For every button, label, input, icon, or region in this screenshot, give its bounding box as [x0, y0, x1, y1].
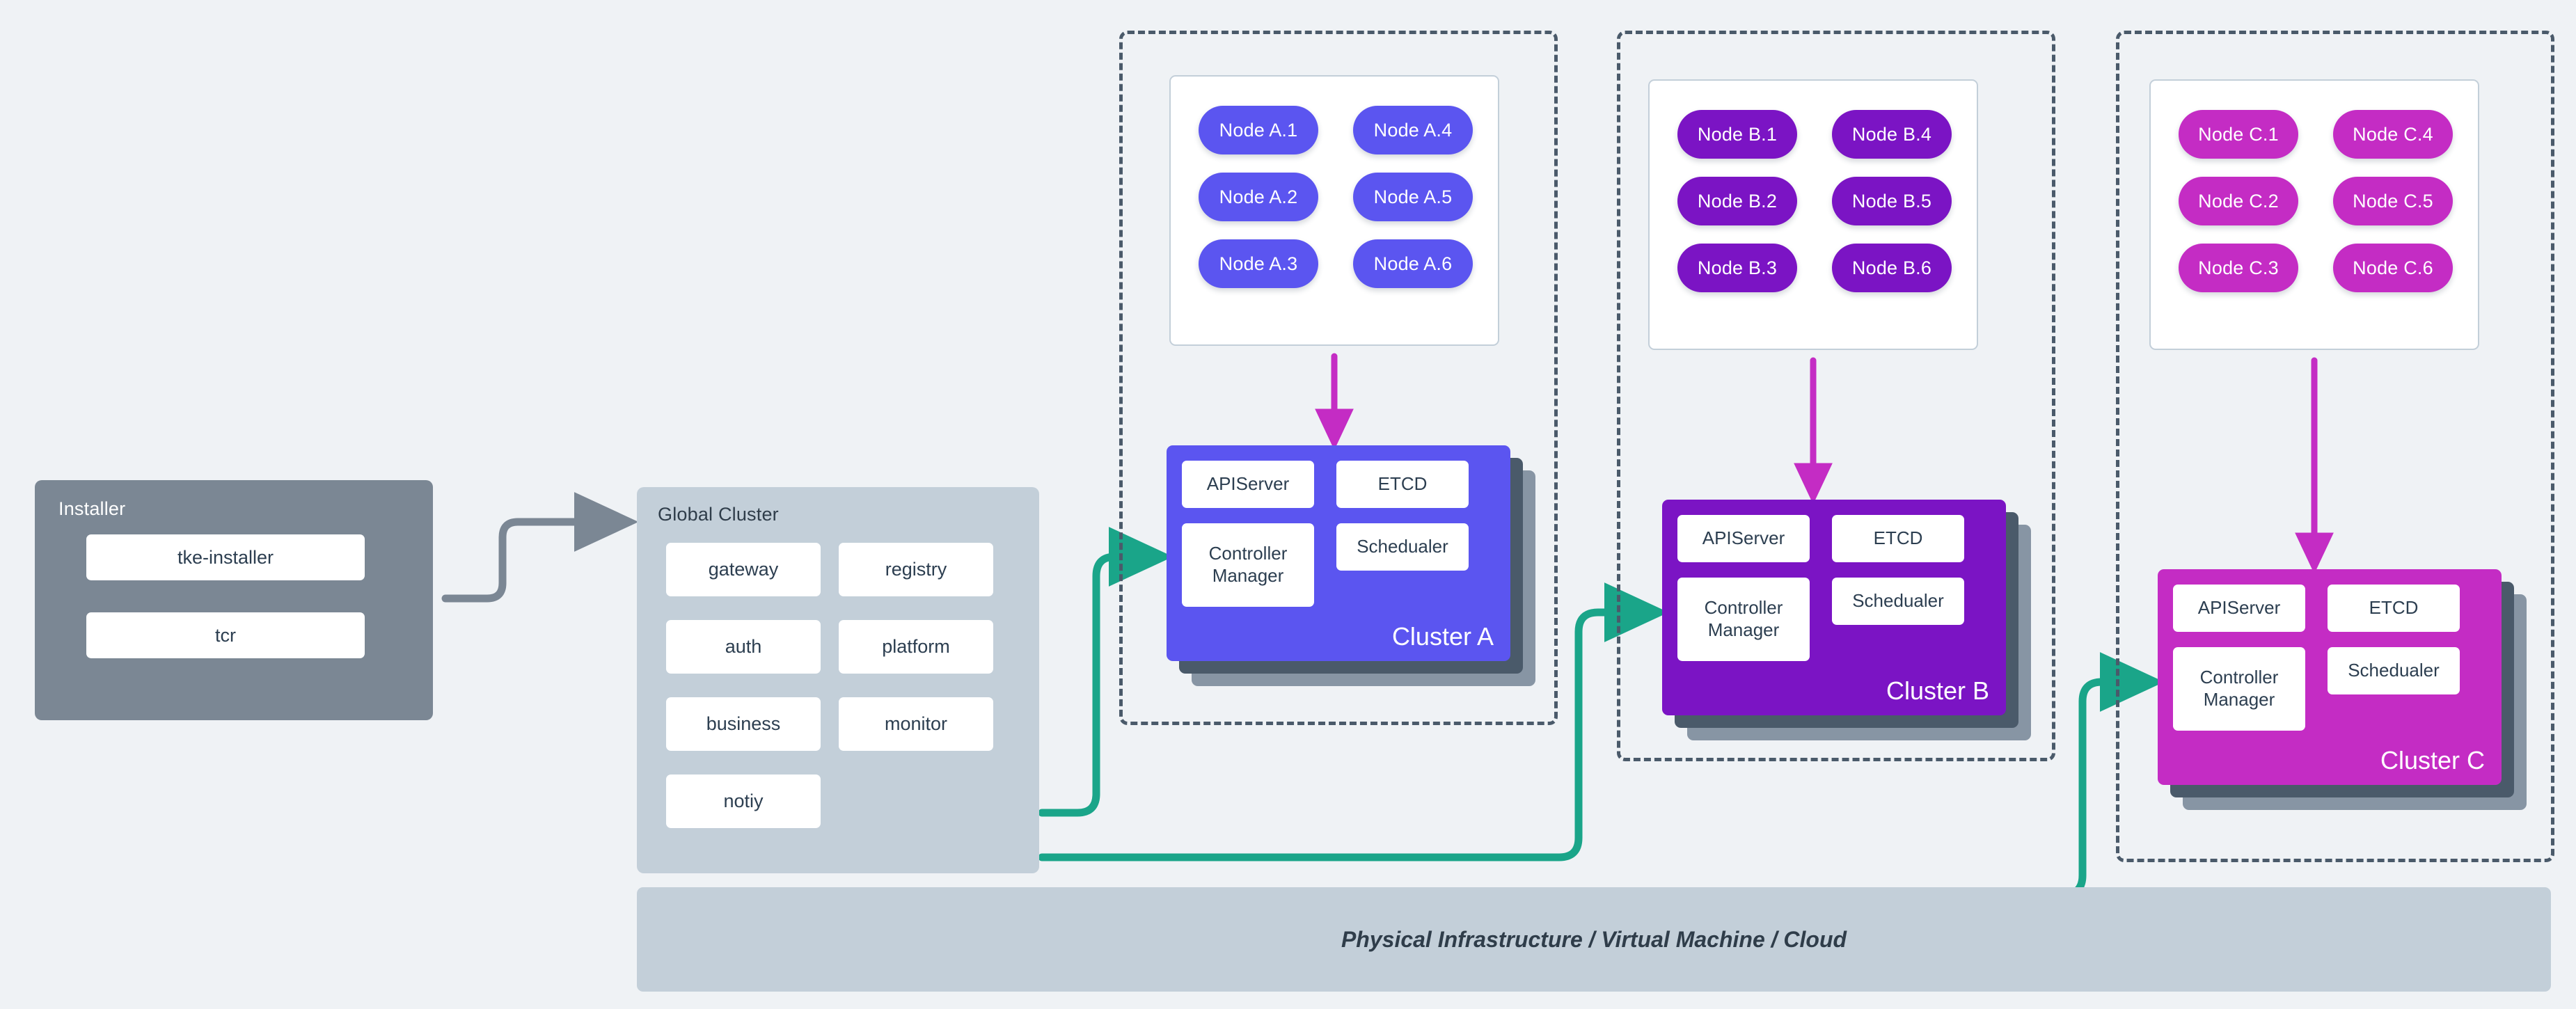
- installer-item-tke-installer[interactable]: tke-installer: [86, 534, 365, 580]
- control-plane-b-card: APIServer ETCD Controller Manager Schedu…: [1662, 500, 2006, 715]
- node-b-4[interactable]: Node B.4: [1832, 110, 1952, 159]
- infrastructure-bar: Physical Infrastructure / Virtual Machin…: [637, 887, 2551, 992]
- node-b-1[interactable]: Node B.1: [1677, 110, 1797, 159]
- control-plane-c-scheduler[interactable]: Schedualer: [2328, 647, 2460, 694]
- control-plane-c-etcd[interactable]: ETCD: [2328, 585, 2460, 632]
- node-c-4[interactable]: Node C.4: [2333, 110, 2453, 159]
- node-pool-b: Node B.1 Node B.2 Node B.3 Node B.4 Node…: [1648, 79, 1978, 350]
- installer-item-tcr[interactable]: tcr: [86, 612, 365, 658]
- global-service-business[interactable]: business: [666, 697, 821, 751]
- cluster-zone-a: [1119, 31, 1558, 725]
- node-c-5[interactable]: Node C.5: [2333, 177, 2453, 225]
- control-plane-b-controller-manager[interactable]: Controller Manager: [1677, 578, 1810, 661]
- node-pool-c: Node C.1 Node C.2 Node C.3 Node C.4 Node…: [2149, 79, 2479, 350]
- control-plane-a-apiserver[interactable]: APIServer: [1182, 461, 1314, 508]
- control-plane-c-controller-manager[interactable]: Controller Manager: [2173, 647, 2305, 731]
- node-b-5[interactable]: Node B.5: [1832, 177, 1952, 225]
- control-plane-c-apiserver[interactable]: APIServer: [2173, 585, 2305, 632]
- installer-title: Installer: [58, 498, 126, 519]
- node-b-6[interactable]: Node B.6: [1832, 244, 1952, 292]
- control-plane-a-card: APIServer ETCD Controller Manager Schedu…: [1167, 445, 1510, 661]
- global-service-monitor[interactable]: monitor: [839, 697, 993, 751]
- node-b-2[interactable]: Node B.2: [1677, 177, 1797, 225]
- node-a-5[interactable]: Node A.5: [1353, 173, 1473, 221]
- cluster-a-label: Cluster A: [1391, 622, 1494, 651]
- node-a-6[interactable]: Node A.6: [1353, 239, 1473, 288]
- global-service-platform[interactable]: platform: [839, 620, 993, 674]
- control-plane-b-apiserver[interactable]: APIServer: [1677, 515, 1810, 562]
- node-c-6[interactable]: Node C.6: [2333, 244, 2453, 292]
- global-service-registry[interactable]: registry: [839, 543, 993, 596]
- control-plane-b-scheduler[interactable]: Schedualer: [1832, 578, 1964, 625]
- control-plane-c-card: APIServer ETCD Controller Manager Schedu…: [2158, 569, 2502, 785]
- control-plane-a-etcd[interactable]: ETCD: [1336, 461, 1469, 508]
- control-plane-b-etcd[interactable]: ETCD: [1832, 515, 1964, 562]
- node-a-4[interactable]: Node A.4: [1353, 106, 1473, 154]
- global-cluster-panel: Global Cluster gateway registry auth pla…: [637, 487, 1039, 873]
- node-c-1[interactable]: Node C.1: [2179, 110, 2298, 159]
- node-c-3[interactable]: Node C.3: [2179, 244, 2298, 292]
- global-service-notiy[interactable]: notiy: [666, 774, 821, 828]
- node-b-3[interactable]: Node B.3: [1677, 244, 1797, 292]
- cluster-b-label: Cluster B: [1886, 676, 1989, 705]
- installer-panel: Installer tke-installer tcr: [35, 480, 433, 720]
- cluster-c-label: Cluster C: [2380, 746, 2485, 774]
- cluster-zone-b: [1617, 31, 2055, 761]
- connector-installer-to-global: [441, 492, 639, 603]
- global-service-auth[interactable]: auth: [666, 620, 821, 674]
- global-service-gateway[interactable]: gateway: [666, 543, 821, 596]
- node-a-3[interactable]: Node A.3: [1199, 239, 1318, 288]
- node-c-2[interactable]: Node C.2: [2179, 177, 2298, 225]
- node-pool-a: Node A.1 Node A.2 Node A.3 Node A.4 Node…: [1169, 75, 1499, 346]
- control-plane-a-scheduler[interactable]: Schedualer: [1336, 523, 1469, 571]
- global-cluster-title: Global Cluster: [658, 504, 779, 525]
- node-a-1[interactable]: Node A.1: [1199, 106, 1318, 154]
- cluster-zone-c: [2116, 31, 2554, 862]
- node-a-2[interactable]: Node A.2: [1199, 173, 1318, 221]
- control-plane-a-controller-manager[interactable]: Controller Manager: [1182, 523, 1314, 607]
